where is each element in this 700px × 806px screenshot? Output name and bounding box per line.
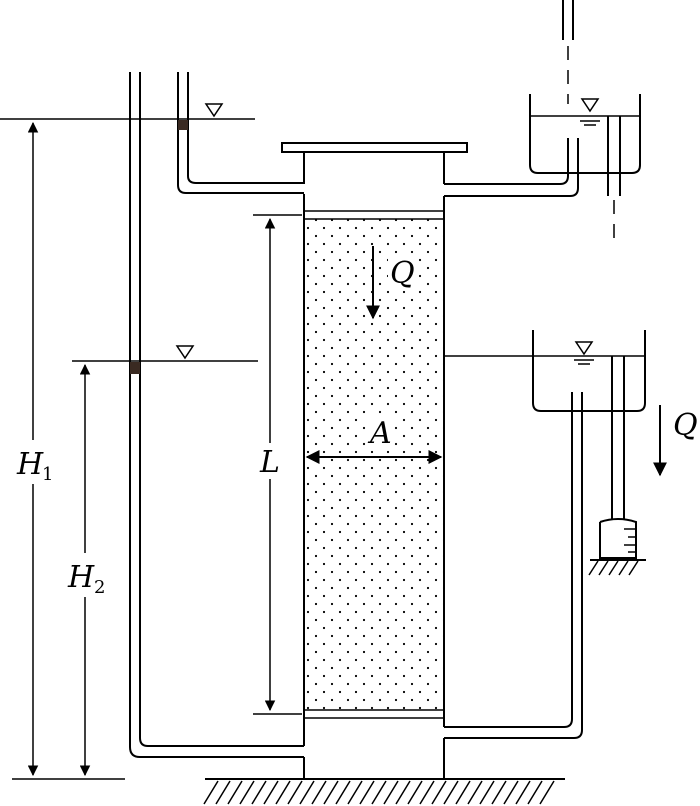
piezometer-1-marker [178,120,188,130]
water-level-icon-piezometer-2 [175,345,195,360]
hatch-line [335,780,351,805]
inlet-pipe-inner-wall [444,138,569,185]
hatch-line [227,780,243,805]
flow-top-label: Q [390,256,415,291]
hatch-line [479,780,495,805]
inlet-pipe-outer-wall [444,138,579,197]
h1-label-subscript: 1 [42,464,53,485]
hatch-line [491,780,507,805]
hatch-line [455,780,471,805]
lower-constant-head-tank [532,330,646,412]
hatch-line [203,780,219,805]
outlet-pipe-inner-wall [444,392,573,728]
outlet-pipe-outer-wall [444,392,583,739]
measuring-cylinder-scale [624,528,636,553]
water-level-icon-upper-tank [580,98,600,113]
hatch-line [263,780,279,805]
hatch-line [251,780,267,805]
cylinder-lid [281,142,468,153]
upper-constant-head-tank [529,94,641,174]
hatched-ground-icon-main [203,780,555,805]
hatch-line [299,780,315,805]
hatch-line [311,780,327,805]
hatch-line [419,780,435,805]
hatched-ground-icon-small [588,560,639,576]
h2-label: H [67,560,95,595]
piezometer-1-inner-wall [187,72,304,184]
piezometer-1-outer-wall [177,72,304,194]
length-label-bg [258,443,284,479]
flow-right-label: Q [673,408,698,443]
piezometer-2-marker [130,362,140,374]
hatch-line [359,780,375,805]
hatch-line [239,780,255,805]
hatch-line [431,780,447,805]
h1-label: H [16,447,44,482]
hatch-line [323,780,339,805]
hatch-line [371,780,387,805]
area-label: A [367,416,392,451]
h1-label-bg [16,440,54,484]
hatch-line [539,780,555,805]
water-level-icon-lower-tank [574,341,594,356]
water-level-icon-piezometer-1 [204,103,224,118]
hatch-line [527,780,543,805]
flow-top-label-bg [388,254,418,288]
piezometer-2-inner-wall [139,72,304,747]
hatch-line [467,780,483,805]
hatch-line [347,780,363,805]
h2-label-subscript: 2 [94,577,105,598]
hatch-line [407,780,423,805]
bottom-screen [303,709,445,719]
hatch-line [503,780,519,805]
hatch-line [215,780,231,805]
hatch-line [515,780,531,805]
hatch-line [395,780,411,805]
top-screen [303,210,445,220]
hatch-line [443,780,459,805]
piezometer-2-outer-wall [129,72,304,758]
length-label: L [259,445,280,480]
area-label-bg [368,417,394,449]
hatch-line [383,780,399,805]
hatch-line [275,780,291,805]
h2-label-bg [66,553,106,597]
hatch-line [287,780,303,805]
